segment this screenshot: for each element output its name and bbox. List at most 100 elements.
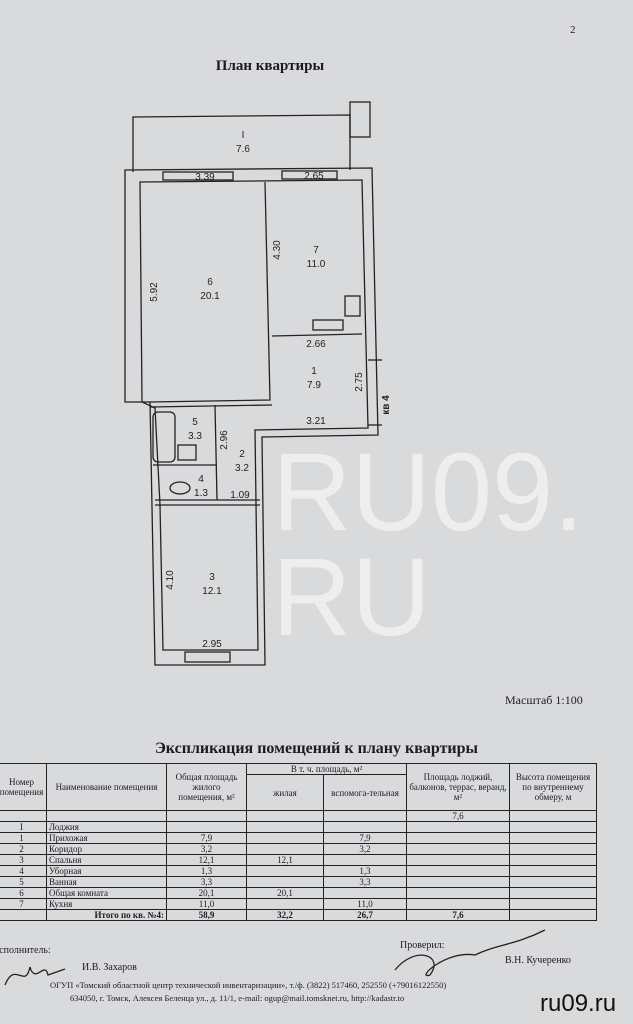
cell-loggia [406,887,510,899]
cell-height [509,887,597,899]
site-mark: ru09.ru [540,990,617,1017]
dimension: 2.75 [354,372,365,392]
room-area: 1.3 [194,488,208,499]
header-loggia: Площадь лоджий, балконов, террас, веранд… [406,763,510,811]
room-labels: I 7.6 6 20.1 7 11.0 1 7.9 5 3.3 2 3.2 4 … [188,130,326,597]
cell-height [509,821,597,833]
room-number: 4 [198,474,204,485]
cell-total: 3,3 [166,876,247,888]
cell-height [509,898,597,910]
cell-total: 1,3 [166,865,247,877]
dimension: 1.09 [230,490,250,501]
cell-living: 12,1 [246,854,324,866]
total-living: 32,2 [246,909,324,921]
table-row: 7,6 [0,810,597,822]
checker-name: В.Н. Кучеренко [505,955,571,966]
cell-total [166,810,247,822]
executor-name: И.В. Захаров [82,962,137,973]
header-name: Наименование помещения [46,763,167,811]
cell-aux [323,887,407,899]
dimension: 3.39 [195,172,215,183]
cell-num: 2 [0,843,47,855]
cell-num: 1 [0,832,47,844]
cell-total: 20,1 [166,887,247,899]
room-area: 7.9 [307,380,321,391]
cell-loggia [406,865,510,877]
total-aux: 26,7 [323,909,407,921]
cell-living: 20,1 [246,887,324,899]
cell-num: 5 [0,876,47,888]
cell-name [46,810,167,822]
scale-label: Масштаб 1:100 [505,693,583,707]
cell-living [246,843,324,855]
cell-num: 4 [0,865,47,877]
cell-num: 6 [0,887,47,899]
dimension: 2.96 [219,430,230,450]
room-area: 20.1 [200,291,220,302]
cell-living [246,821,324,833]
cell-loggia [406,854,510,866]
floor-plan: I 7.6 6 20.1 7 11.0 1 7.9 5 3.3 2 3.2 4 … [124,101,392,666]
watermark: RU09.RU [272,431,584,659]
cell-aux [323,854,407,866]
checked-label: Проверил: [400,940,445,951]
cell-living [246,865,324,877]
cell-name: Общая комната [46,887,167,899]
cell-living [246,810,324,822]
cell-num: 3 [0,854,47,866]
cell-height [509,843,597,855]
cell-aux: 3,2 [323,843,407,855]
cell-aux: 3,3 [323,876,407,888]
cell-total: 3,2 [166,843,247,855]
room-number: I [242,130,245,141]
header-num: Номер помещения [0,763,47,811]
header-incl: В т. ч. площадь, м² [246,763,407,775]
room-number: 3 [209,572,215,583]
cell-aux: 7,9 [323,832,407,844]
cell-aux [323,821,407,833]
room-area: 7.6 [236,144,250,155]
cell-height [509,854,597,866]
room-area: 3.2 [235,463,249,474]
cell-num: I [0,821,47,833]
cell-height [509,865,597,877]
cell-aux: 11,0 [323,898,407,910]
dimension: 3.21 [306,416,326,427]
room-area: 11.0 [307,259,326,270]
dimension: 5.92 [149,282,160,302]
checker-signature [394,929,546,977]
cell-living [246,832,324,844]
cell-loggia: 7,6 [406,810,510,822]
total-loggia: 7,6 [406,909,510,921]
cell-name: Уборная [46,865,167,877]
room-area: 12.1 [202,586,222,597]
walls [124,101,382,666]
cell-total: 11,0 [166,898,247,910]
cell-name: Коридор [46,843,167,855]
cell-loggia [406,876,510,888]
executor-signature [4,966,66,986]
cell-name: Спальня [46,854,167,866]
cell-living [246,898,324,910]
cell-name: Ванная [46,876,167,888]
cell-living [246,876,324,888]
explication-title: Экспликация помещений к плану квартиры [154,740,479,757]
total-area: 58,9 [166,909,247,921]
cell-name: Кухня [46,898,167,910]
dimensions: 3.39 2.65 5.92 4.30 2.66 2.75 3.21 2.96 … [149,171,392,650]
room-number: 7 [313,245,319,256]
cell-total: 12,1 [166,854,247,866]
header-aux: вспомога-тельная [323,774,407,811]
footer-line-2: 634050, г. Томск, Алексея Беленца ул., д… [70,993,405,1003]
dimension: 4.10 [165,570,176,590]
page-number: 2 [570,24,576,36]
room-number: 2 [239,449,245,460]
cell-loggia [406,832,510,844]
dimension: 2.66 [306,339,326,350]
